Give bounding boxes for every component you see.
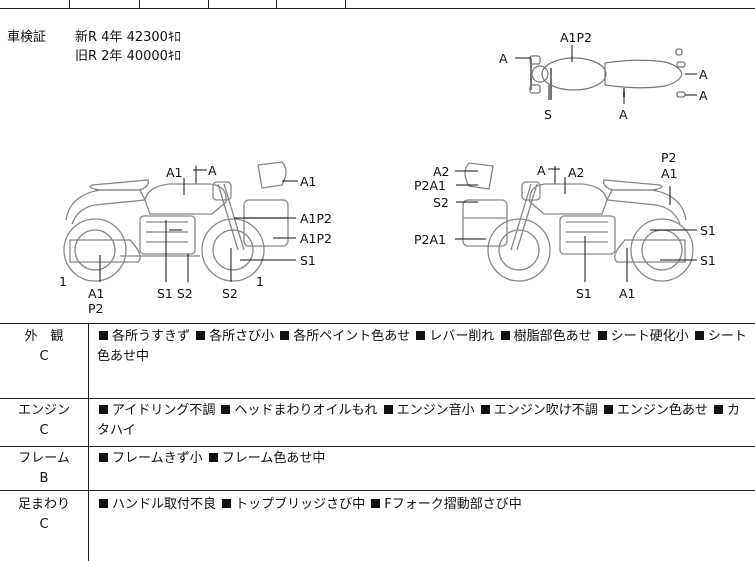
left-a1p2-2: A1P2 [300,231,332,246]
condition-item: 各所うすきず [112,329,195,344]
condition-item: シート硬化小 [610,329,693,344]
right-a2-2: A2 [568,165,585,180]
right-s1-1: S1 [700,223,716,238]
condition-item: フレームきず小 [112,451,207,466]
category-grade: B [39,471,49,486]
condition-item: ハンドル取付不良 [112,497,221,512]
right-s1-2: S1 [700,253,716,268]
top-view-bike [529,48,686,100]
left-s1-right: S1 [300,253,316,268]
condition-item: 各所さび小 [209,329,279,344]
condition-item: Fフォーク摺動部さび中 [384,497,522,512]
right-a-top: A [537,163,546,178]
item-list: フレームきず小 フレーム色あせ中 [97,449,752,469]
category-name: フレーム [18,451,70,466]
category-grade: C [39,423,49,438]
condition-item: アイドリング不調 [112,403,220,418]
category-name: 足まわり [17,497,70,512]
bullet-square-icon [99,499,108,508]
right-s1-bottom: S1 [576,286,592,301]
top-a-right1: A [699,67,708,82]
bullet-square-icon [222,499,232,508]
top-a-bottom: A [619,107,628,122]
left-a1-bottom: A1 [88,286,105,301]
condition-item: レバー削れ [429,329,499,344]
condition-item: カタハイ [97,403,741,438]
left-num-1: 1 [59,274,67,289]
bullet-square-icon [383,405,393,414]
left-view-bike [63,161,289,282]
condition-item: エンジン音小 [396,403,479,418]
category-name: 外 観 [24,329,64,344]
left-p2-bottom: P2 [88,301,104,316]
bullet-square-icon [714,405,724,414]
item-list: ハンドル取付不良 トップブリッジさび中 Fフォーク摺動部さび中 [97,495,752,515]
condition-item: 各所ペイント色あせ [293,329,415,344]
condition-item: エンジン吹け不調 [493,403,602,418]
category-grade: C [39,517,49,532]
shaken-new: 新R 4年 42300ｷﾛ [75,30,181,45]
left-s1s2: S1 S2 [157,286,193,301]
right-p2a1-1: P2A1 [414,178,446,193]
bullet-square-icon [597,331,607,340]
item-list: 各所うすきず 各所さび小 各所ペイント色あせ レバー削れ 樹脂部色あせ シート硬… [97,327,752,367]
condition-item: 樹脂部色あせ [513,329,596,344]
bullet-square-icon [221,405,231,414]
right-s2: S2 [433,195,449,210]
top-a-left: A [499,51,508,66]
left-s2: S2 [222,286,238,301]
bullet-square-icon [208,453,218,462]
damage-diagram: A A1P2 S A A A [59,30,716,316]
bullet-square-icon [280,331,290,340]
category-grade: C [39,349,49,364]
condition-item: シート色あせ中 [97,329,747,364]
bullet-square-icon [694,331,704,340]
condition-item: トップブリッジさび中 [235,497,370,512]
shaken-label: 車検証 [7,30,47,45]
right-a1-bottom: A1 [619,286,636,301]
left-a1: A1 [166,165,183,180]
bullet-square-icon [371,499,381,508]
left-a-top: A [208,163,217,178]
right-p2a1-2: P2A1 [414,232,446,247]
bullet-square-icon [99,453,108,462]
left-a1-right: A1 [300,174,317,189]
right-view-bike [462,162,694,282]
item-list: アイドリング不調 ヘッドまわりオイルもれ エンジン音小 エンジン吹け不調 エンジ… [97,401,752,441]
condition-item: フレーム色あせ中 [221,451,326,466]
right-a2-1: A2 [433,164,450,179]
right-p2: P2 [661,150,677,165]
top-s: S [544,107,552,122]
category-name: エンジン [17,403,70,418]
condition-item: ヘッドまわりオイルもれ [234,403,382,418]
bullet-square-icon [196,331,206,340]
left-num-1-mid: 1 [256,274,264,289]
left-a1p2-1: A1P2 [300,211,332,226]
top-a1p2: A1P2 [560,30,592,45]
bullet-square-icon [416,331,426,340]
bullet-square-icon [500,331,510,340]
top-a-right2: A [699,88,708,103]
right-a1: A1 [661,166,678,181]
bullet-square-icon [603,405,613,414]
shaken-old: 旧R 2年 40000ｷﾛ [75,49,181,64]
bullet-square-icon [480,405,490,414]
bullet-square-icon [99,405,108,414]
condition-item: エンジン色あせ [616,403,713,418]
bullet-square-icon [99,331,108,340]
